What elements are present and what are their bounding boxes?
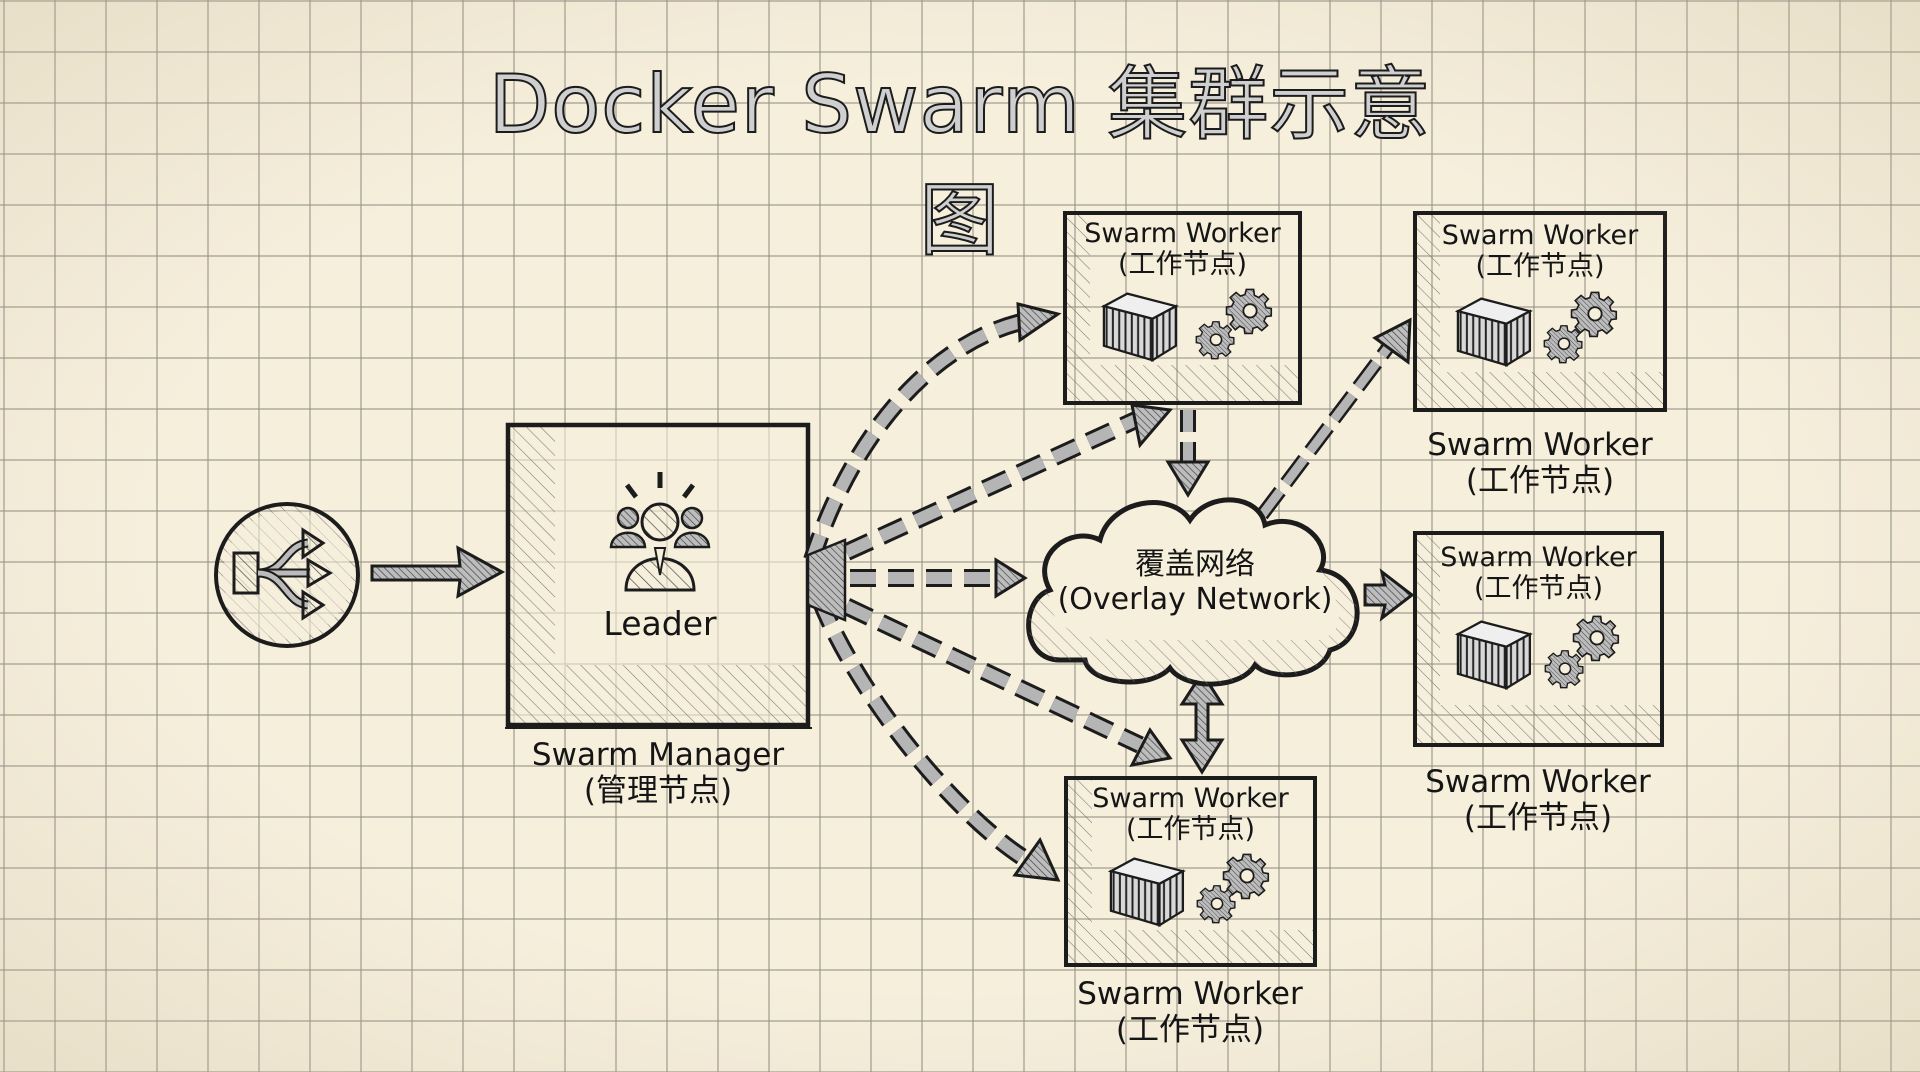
overlay-network-label-en: (Overlay Network) [1057, 581, 1333, 617]
leader-people-icon [609, 472, 711, 592]
worker-2-caption-line2: (工作节点) [1465, 462, 1615, 499]
worker-1-title-line2: (工作节点) [1117, 249, 1248, 281]
worker-3-title-line1: Swarm Worker [1440, 542, 1637, 573]
manager-caption: Swarm Manager (管理节点) [508, 737, 808, 809]
overlay-network-cloud [1026, 497, 1360, 687]
arrow-entry-to-manager [370, 545, 506, 599]
worker-4-title: Swarm Worker (工作节点) [1066, 783, 1315, 845]
worker-4-title-line2: (工作节点) [1125, 814, 1256, 846]
diagram-title: Docker Swarm 集群示意图 [488, 57, 1432, 268]
worker-2-caption-line1: Swarm Worker [1427, 427, 1653, 463]
overlay-network-label-zh: 覆盖网络 [1135, 547, 1255, 582]
entry-load-balancer [214, 502, 360, 648]
arrow-manager-to-worker-bottom-upper [808, 581, 1173, 768]
manager-caption-line1: Swarm Manager [531, 737, 785, 773]
arrow-worker-top-to-network [1165, 410, 1211, 498]
manager-arrow-fan-origin [806, 538, 847, 622]
worker-box-3 [1413, 531, 1664, 747]
arrow-network-to-worker-right [1363, 568, 1415, 622]
worker-box-1 [1063, 211, 1302, 405]
worker-4-caption-line1: Swarm Worker [1077, 976, 1303, 1012]
worker-3-caption-line1: Swarm Worker [1425, 764, 1651, 800]
overlay-network-label: 覆盖网络 (Overlay Network) [1040, 547, 1350, 617]
split-route-icon [232, 527, 333, 621]
leader-label: Leader [603, 604, 717, 643]
arrow-network-to-worker-top-right [1256, 317, 1412, 520]
worker-1-title-line1: Swarm Worker [1084, 218, 1281, 249]
worker-4-caption: Swarm Worker (工作节点) [1045, 976, 1335, 1048]
worker-3-title: Swarm Worker (工作节点) [1415, 542, 1662, 604]
worker-2-caption: Swarm Worker (工作节点) [1395, 427, 1685, 499]
arrow-manager-to-worker-top-lower [808, 403, 1173, 577]
arrow-manager-to-worker-top [803, 302, 1062, 563]
worker-3-caption: Swarm Worker (工作节点) [1393, 764, 1683, 836]
worker-box-4 [1064, 776, 1317, 967]
worker-4-title-line1: Swarm Worker [1092, 783, 1289, 814]
worker-4-caption-line2: (工作节点) [1115, 1011, 1265, 1048]
worker-2-title: Swarm Worker (工作节点) [1415, 220, 1665, 282]
manager-caption-line2: (管理节点) [583, 772, 733, 809]
arrow-manager-to-network [812, 557, 1028, 599]
worker-2-title-line1: Swarm Worker [1441, 220, 1639, 251]
worker-box-2 [1413, 211, 1667, 412]
worker-3-caption-line2: (工作节点) [1463, 799, 1613, 836]
worker-3-title-line2: (工作节点) [1473, 573, 1604, 605]
worker-2-title-line2: (工作节点) [1475, 251, 1605, 283]
arrow-network-worker-bottom-bidirectional [1179, 670, 1225, 775]
arrow-manager-to-worker-bottom [811, 596, 1061, 882]
worker-1-title: Swarm Worker (工作节点) [1065, 218, 1300, 280]
